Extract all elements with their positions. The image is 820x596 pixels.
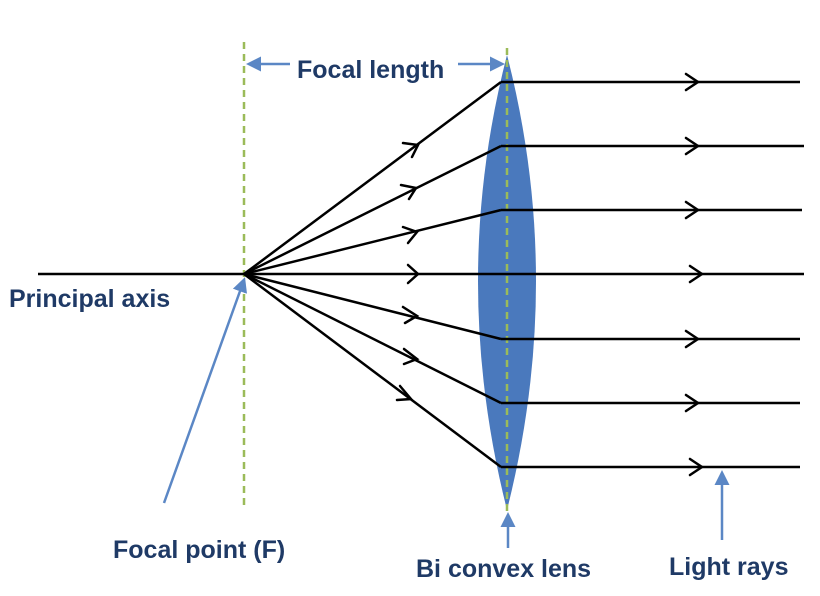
parallel-ray-arrowheads xyxy=(684,72,705,477)
focal-point-label: Focal point (F) xyxy=(113,536,285,564)
ray-arrowhead xyxy=(401,225,420,245)
incident-ray xyxy=(243,80,502,276)
ray-arrowhead xyxy=(684,393,701,413)
ray-arrowhead xyxy=(402,347,420,366)
focal-point-pointer xyxy=(162,277,248,504)
ray-arrowhead xyxy=(401,305,420,325)
incident-ray xyxy=(243,273,502,468)
ray-arrowhead xyxy=(684,72,701,92)
incident-ray xyxy=(243,272,502,341)
ray-arrowhead xyxy=(688,457,705,477)
principal-axis-label: Principal axis xyxy=(9,285,170,313)
ray-arrowhead xyxy=(684,200,701,220)
incident-ray xyxy=(243,208,502,276)
ray-arrowhead xyxy=(688,264,705,284)
ray-arrowhead xyxy=(399,183,419,201)
focal-length-label: Focal length xyxy=(297,56,444,84)
ray-arrowhead xyxy=(395,384,414,402)
ray-arrowhead xyxy=(406,263,420,285)
light-rays-label: Light rays xyxy=(669,553,788,581)
ray-arrowhead xyxy=(684,329,701,349)
ray-arrowhead xyxy=(684,136,701,156)
ray-arrowhead xyxy=(401,141,420,159)
incident-ray xyxy=(243,144,502,276)
incident-rays xyxy=(243,80,502,468)
incident-ray xyxy=(243,272,502,405)
parallel-rays xyxy=(501,80,804,469)
lens-label: Bi convex lens xyxy=(416,555,591,583)
incident-ray-arrowheads xyxy=(395,141,420,402)
